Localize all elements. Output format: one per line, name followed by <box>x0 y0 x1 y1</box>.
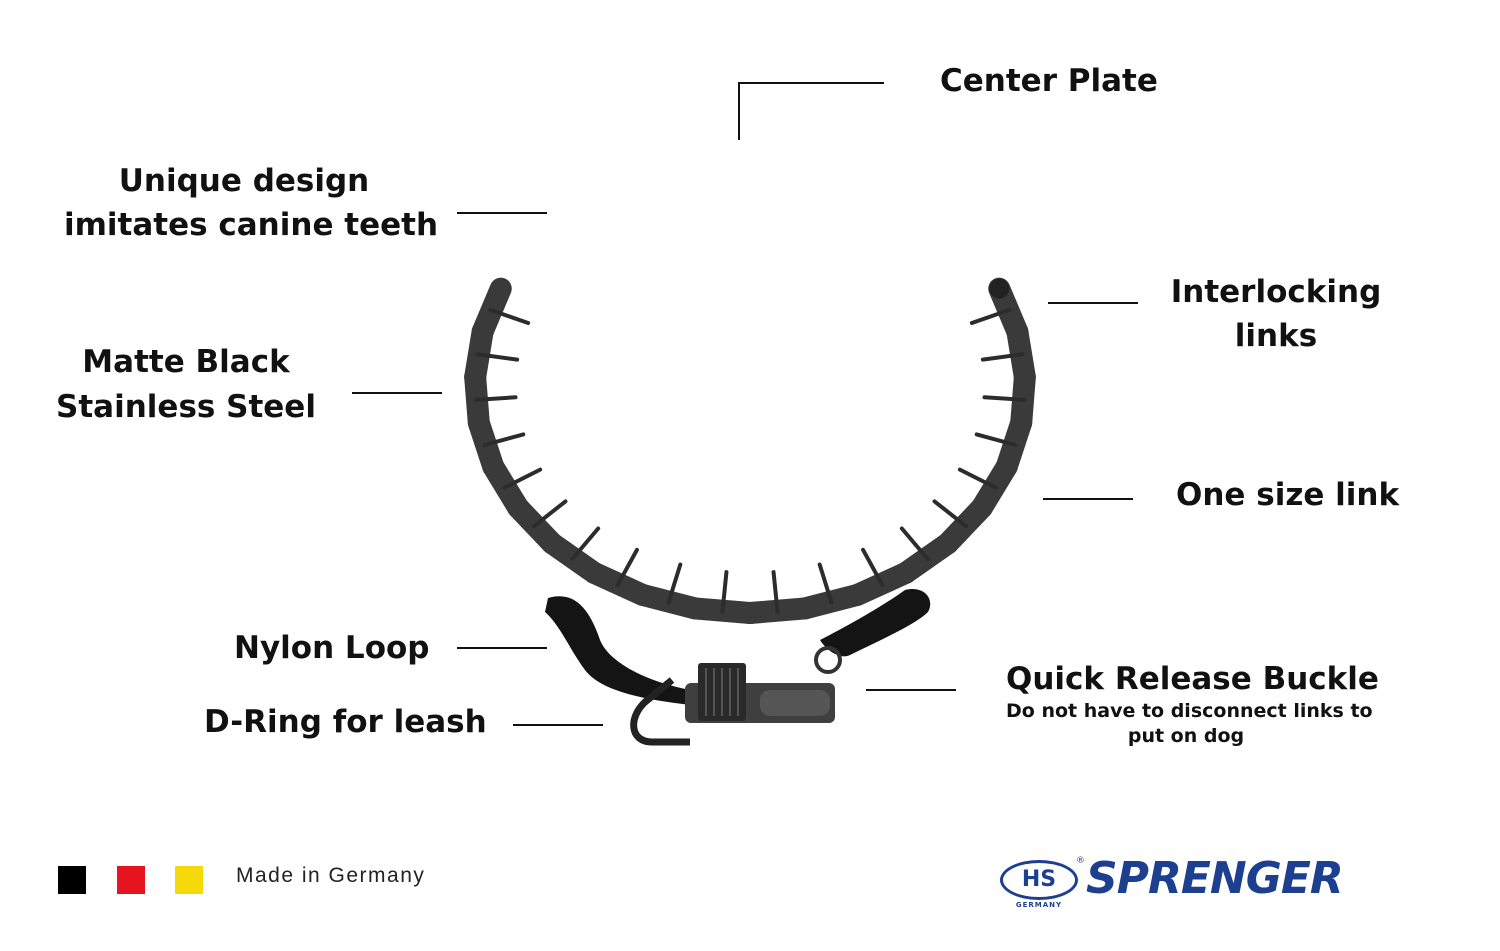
d-ring <box>630 677 690 746</box>
made-in-germany-text: Made in Germany <box>236 864 426 887</box>
collar-prong <box>482 432 526 447</box>
quick-release-label: Quick Release Buckle <box>1006 661 1379 697</box>
collar-prong <box>720 570 729 614</box>
logo-registered-mark: ® <box>1076 856 1085 866</box>
collar-prong <box>532 499 568 529</box>
collar-prong <box>932 499 968 529</box>
quick-release-sub-line2: put on dog <box>1127 725 1245 747</box>
unique-design-label-line2: imitates canine teeth <box>64 207 439 243</box>
nylon-loop-label: Nylon Loop <box>234 630 430 666</box>
collar-prong <box>969 307 1012 326</box>
flag-black-swatch <box>58 866 86 894</box>
flag-gold-swatch <box>175 866 203 894</box>
collar-prong <box>666 562 683 605</box>
matte-black-leader <box>352 392 442 394</box>
collar-prong <box>473 395 518 402</box>
nylon-loop-right <box>814 589 931 674</box>
interlocking-label-line1: Interlocking <box>1170 274 1382 310</box>
collar-prong <box>502 467 543 490</box>
collar-prong <box>488 307 531 326</box>
unique-design-label-line1: Unique design <box>118 163 370 199</box>
hs-logo-germany: GERMANY <box>1015 901 1063 909</box>
center-plate-leader <box>738 82 884 84</box>
collar-prong <box>771 570 780 614</box>
collar-prong <box>615 547 639 587</box>
collar-prong <box>982 395 1027 402</box>
one-size-leader <box>1043 498 1133 500</box>
d-ring-label: D-Ring for leash <box>204 704 487 740</box>
collar-prong <box>817 562 834 605</box>
quick-release-leader <box>866 689 956 691</box>
d-ring-leader <box>513 724 603 726</box>
interlocking-label-line2: links <box>1234 318 1318 354</box>
matte-black-label-line1: Matte Black <box>82 344 290 380</box>
collar-prong <box>570 526 601 562</box>
hs-logo-badge: HS <box>1000 860 1078 900</box>
interlocking-leader <box>1048 302 1138 304</box>
flag-red-swatch <box>117 866 145 894</box>
sprenger-wordmark: SPRENGER <box>1086 853 1344 904</box>
one-size-label: One size link <box>1176 477 1400 513</box>
collar-prong <box>974 432 1018 447</box>
matte-black-label-line2: Stainless Steel <box>56 389 316 425</box>
center-plate-leader-vertical <box>738 83 740 140</box>
collar-prong <box>980 352 1025 362</box>
collar-prong <box>861 547 885 587</box>
quick-release-buckle <box>685 663 835 723</box>
collar-links <box>464 277 1036 624</box>
center-plate-label: Center Plate <box>940 63 1158 99</box>
nylon-loop-left <box>545 596 700 706</box>
collar-prong <box>899 526 930 562</box>
collar-prong <box>475 352 520 362</box>
collar-prong <box>957 467 998 490</box>
quick-release-sub-line1: Do not have to disconnect links to <box>1006 700 1373 722</box>
link-joint <box>989 278 1010 299</box>
unique-design-leader <box>457 212 547 214</box>
nylon-loop-leader <box>457 647 547 649</box>
